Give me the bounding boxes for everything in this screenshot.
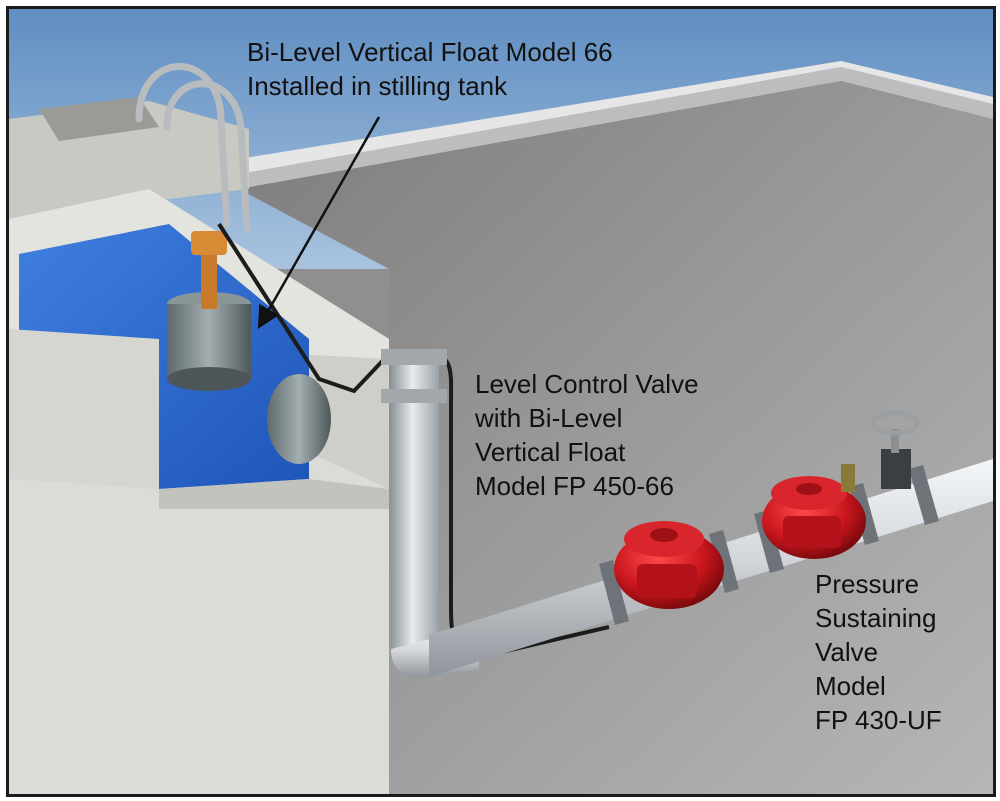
installation-illustration [9,9,993,794]
float-callout-line-2: Installed in stilling tank [247,71,508,101]
ladder [135,63,251,233]
pressure-valve-line-2: Sustaining [815,603,937,633]
tank-inner-lip [9,329,159,489]
vertical-pipe [391,359,439,649]
pipe-flange-top [381,349,447,365]
pressure-valve-line-4: Model [815,671,886,701]
float-cylinder-bottom [167,367,251,391]
pressure-valve-line-1: Pressure [815,569,920,599]
float-cylinder [167,304,251,379]
diagram-frame: Bi-Level Vertical Float Model 66 Install… [6,6,996,797]
level-valve-line-2: with Bi-Level [475,403,623,433]
level-valve-line-3: Vertical Float [475,437,626,467]
level-valve-line-4: Model FP 450-66 [475,471,674,501]
pipe-flange-wall [381,389,447,403]
level-valve-callout: Level Control Valve with Bi-Level Vertic… [475,367,699,503]
float-callout: Bi-Level Vertical Float Model 66 Install… [247,35,613,103]
gate-valve [870,410,920,489]
float-callout-arrow [257,116,381,329]
pressure-sustaining-valve [762,464,866,559]
pressure-valve-line-3: Valve [815,637,879,667]
float-callout-line-1: Bi-Level Vertical Float Model 66 [247,37,613,67]
strainer-tank [267,374,331,464]
tank-roof-vent [39,97,159,141]
tank-inner-floor [159,479,389,509]
pressure-valve-callout: Pressure Sustaining Valve Model FP 430-U… [815,567,942,737]
pressure-valve-line-5: FP 430-UF [815,705,942,735]
level-valve-line-1: Level Control Valve [475,369,699,399]
level-control-valve [614,521,724,609]
float-pilot [191,231,227,255]
float-rod [201,249,217,309]
